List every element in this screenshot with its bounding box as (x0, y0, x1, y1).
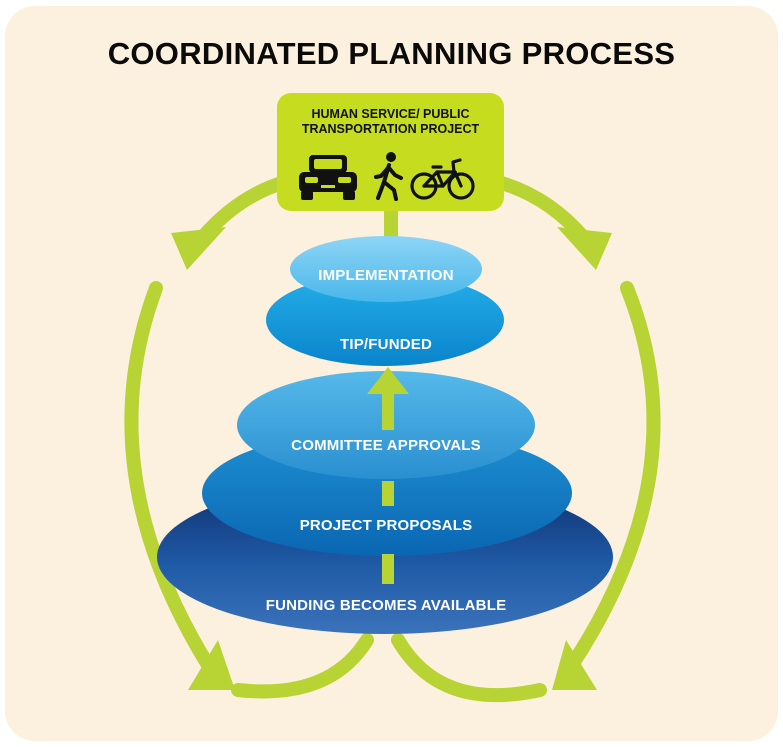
stage-funding-available: FUNDING BECOMES AVAILABLE (265, 597, 507, 614)
project-label-line2: TRANSPORTATION PROJECT (301, 122, 480, 136)
stage-project-proposals: PROJECT PROPOSALS (299, 517, 473, 534)
pedestrian-icon (374, 152, 403, 201)
project-box-label: HUMAN SERVICE/ PUBLIC TRANSPORTATION PRO… (277, 107, 504, 137)
transport-icons (299, 152, 475, 201)
outer-cycle-arrows (124, 175, 661, 703)
implementation-ellipse (290, 236, 482, 302)
arrowheads (171, 227, 612, 690)
stage-committee-approvals: COMMITTEE APPROVALS (291, 437, 481, 454)
stage-implementation: IMPLEMENTATION (318, 267, 454, 284)
project-label-line1: HUMAN SERVICE/ PUBLIC (311, 107, 470, 121)
tip-ellipse (266, 274, 504, 366)
top-right-arrowhead (557, 227, 612, 270)
right-arc (565, 281, 661, 672)
bottom-left-arrowhead (188, 640, 235, 690)
project-box: HUMAN SERVICE/ PUBLIC TRANSPORTATION PRO… (277, 93, 504, 211)
bottom-right-return (391, 633, 547, 703)
committee-to-tip-arrowhead (367, 367, 409, 394)
car-icon (299, 155, 357, 200)
stage-tip-funded: TIP/FUNDED (340, 336, 432, 353)
internal-arrows (367, 367, 409, 584)
page-title: COORDINATED PLANNING PROCESS (107, 36, 676, 71)
left-arc (124, 281, 215, 672)
bottom-left-return (231, 633, 374, 699)
top-left-arrowhead (171, 227, 226, 270)
bicycle-icon (410, 158, 475, 200)
bottom-right-arrowhead (552, 640, 597, 690)
